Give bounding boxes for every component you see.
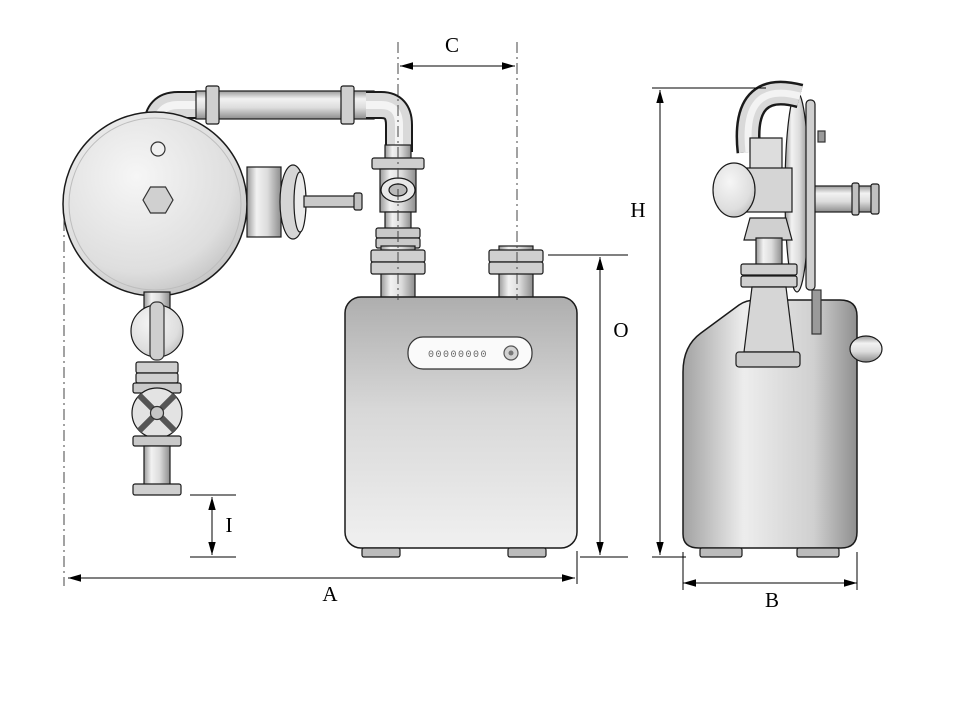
vent-assembly — [246, 164, 363, 240]
dimension-label-a: A — [322, 582, 338, 606]
vent-rod — [303, 195, 357, 208]
front-view: 00000000 — [62, 85, 578, 558]
meter-odometer: 00000000 — [428, 350, 488, 361]
meter-body-side — [682, 299, 858, 549]
outlet-elbow — [366, 91, 413, 152]
vent-port — [150, 141, 166, 157]
dimension-label-h: H — [630, 198, 645, 222]
side-vent-stub — [811, 182, 880, 216]
meter-foot-left — [361, 547, 401, 558]
regulator — [62, 111, 248, 297]
side-slot — [811, 289, 822, 335]
dimension-label-o: O — [613, 318, 628, 342]
dimension-label-b: B — [765, 588, 779, 612]
dimension-label-i: I — [226, 513, 233, 537]
side-foot-right — [796, 547, 840, 558]
dimension-h: H — [630, 87, 766, 558]
service-valves — [130, 291, 184, 496]
meter-body — [344, 296, 578, 549]
meter-outlet-stub — [488, 245, 544, 307]
ball-valve-lever — [149, 301, 165, 361]
dimension-b: B — [682, 552, 858, 612]
side-regulator — [712, 80, 826, 293]
side-foot-left — [699, 547, 743, 558]
pipe-flange-left — [205, 85, 220, 125]
dimension-label-c: C — [445, 33, 459, 57]
dimension-c: C — [400, 33, 515, 70]
dimensions: C H O A I — [63, 33, 858, 612]
side-inlet-neck — [735, 286, 822, 368]
top-valve — [371, 144, 425, 249]
pipe-flange-mid — [340, 85, 355, 125]
dimension-i: I — [190, 494, 236, 558]
side-handle — [849, 335, 883, 363]
dimension-a: A — [68, 551, 578, 606]
meter-display: 00000000 — [407, 336, 533, 370]
side-view — [682, 80, 883, 558]
cover-plate — [805, 99, 816, 291]
dimension-o: O — [548, 254, 629, 558]
hex-nut — [142, 186, 174, 214]
meter-foot-right — [507, 547, 547, 558]
bolt — [817, 130, 826, 143]
knob — [712, 162, 756, 218]
